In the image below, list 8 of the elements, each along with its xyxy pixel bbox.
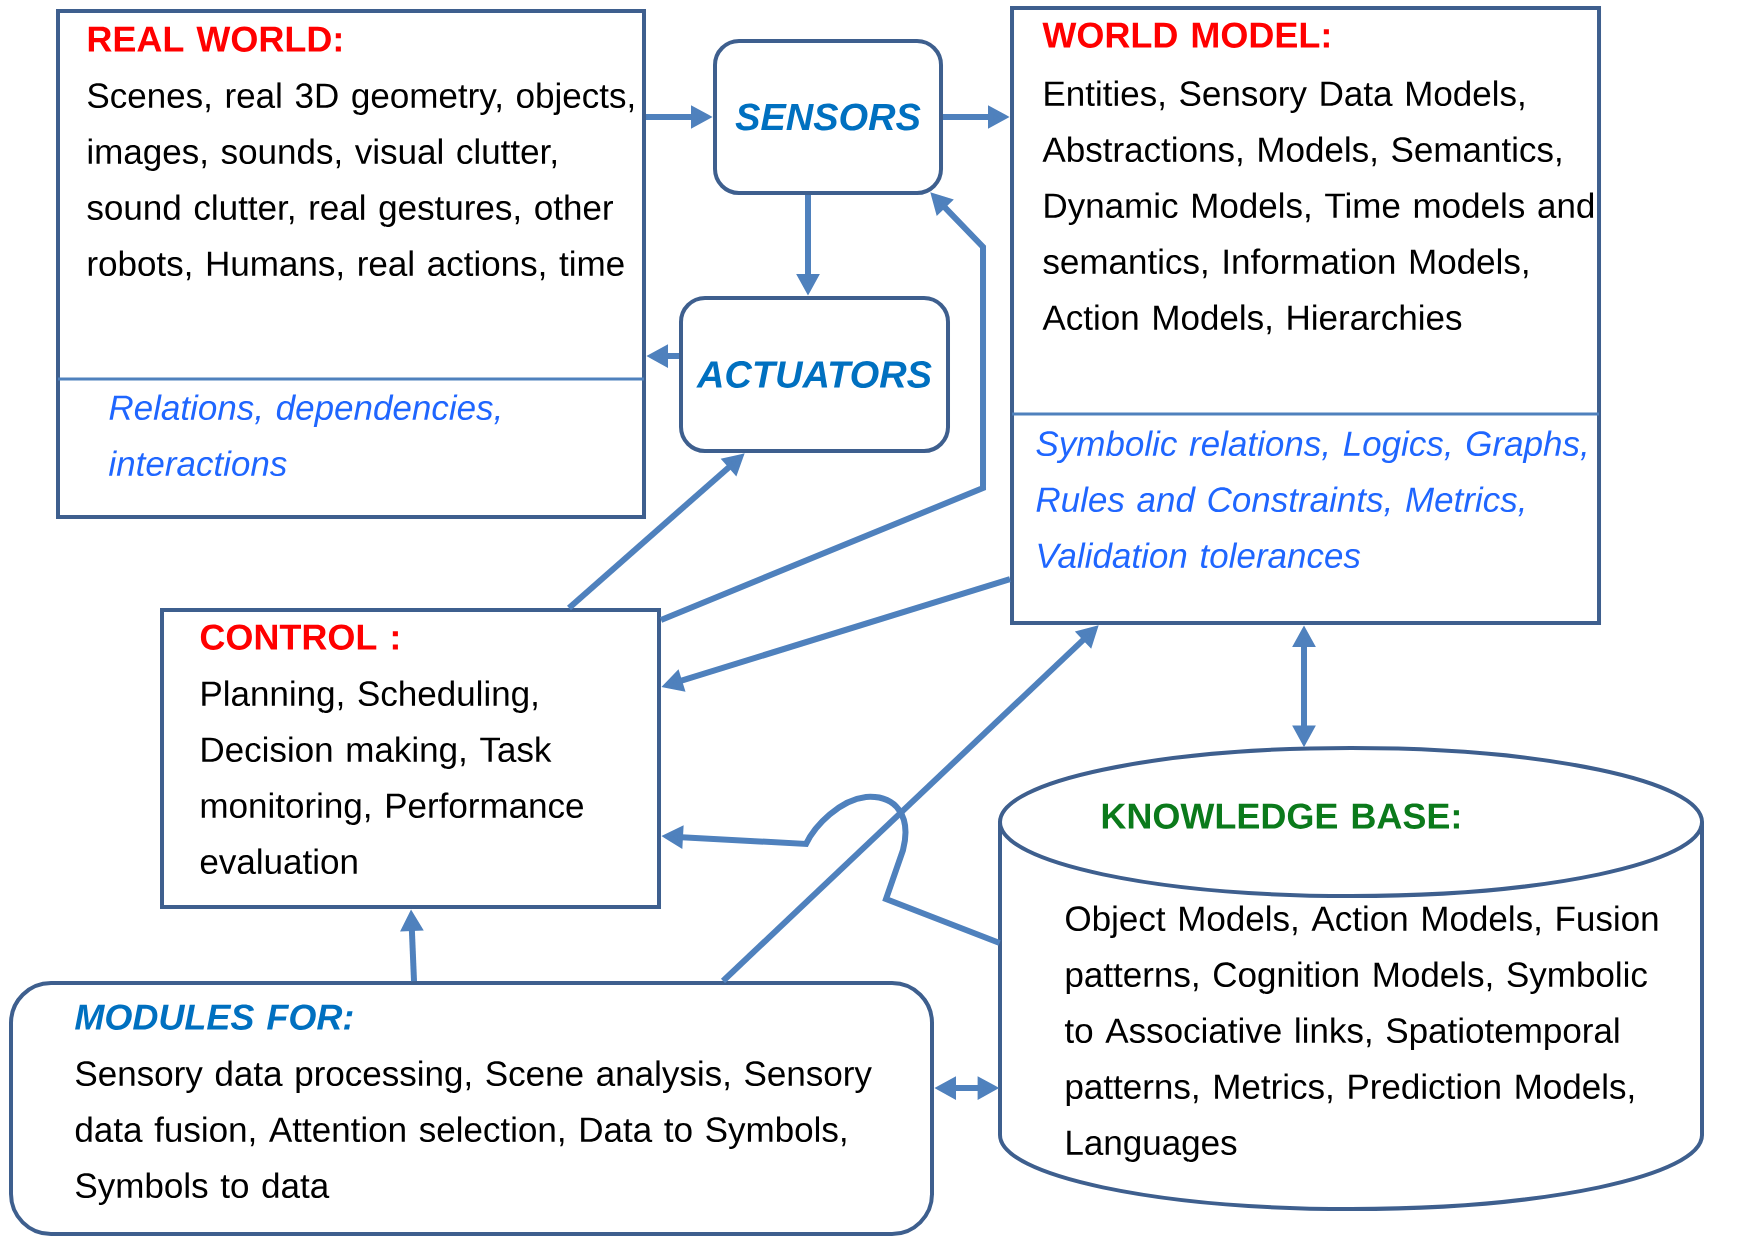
node-label: Object Models, Action Models, Fusion patterns, Cognition Models, Symbolic to Associative links, Spatiotemporal patterns, Metrics, Prediction Models, Languages (1064, 905, 1658, 1163)
sensors-box: SENSORS (713, 39, 943, 195)
knowledge-base-cylinder: KNOWLEDGE BASE: Object Models, Action Models, Fusion patterns, Cognition Models, Symbolic to Associative links, Spatiotemporal patterns, Metrics, Prediction Models, Languages (998, 746, 1704, 1211)
control-box: CONTROL : Planning, Scheduling, Decision making, Task monitoring, Performance evaluation (160, 608, 661, 909)
world-model-box: WORLD MODEL: Entities, Sensory Data Models, Abstractions, Models, Semantics, Dynamic Models, Time models and semantics, Information Models, Action Models, Hierarchies Symbolic relations, Logics, Graphs, Rules and Constraints, Metrics, Validation tolerances (1010, 6, 1601, 625)
real-world-box: REAL WORLD: Scenes, real 3D geometry, objects, images, sounds, visual clutter, sound clutter, real gestures, other robots, Humans, real actions, time Relations, dependencies, interactions (56, 9, 646, 519)
actuators-box: ACTUATORS (679, 296, 950, 453)
modules-box: MODULES FOR: Sensory data processing, Scene analysis, Sensory data fusion, Attention selection, Data to Symbols, Symbols to data (9, 981, 934, 1236)
